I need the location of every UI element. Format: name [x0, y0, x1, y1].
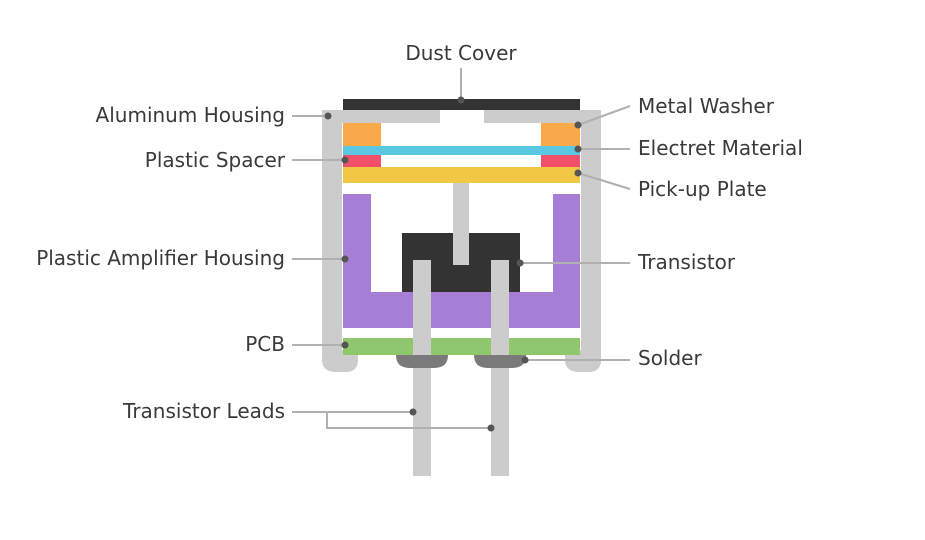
leader-dots — [324, 96, 582, 432]
aluminum-housing — [322, 110, 601, 372]
solder-left — [396, 355, 448, 368]
label-solder: Solder — [638, 346, 702, 370]
label-plastic-spacer: Plastic Spacer — [145, 148, 286, 172]
leader-lines — [292, 68, 631, 429]
label-dust-cover: Dust Cover — [405, 41, 517, 65]
metal-washer-right — [541, 123, 580, 146]
label-transistor: Transistor — [637, 250, 736, 274]
label-transistor-leads: Transistor Leads — [122, 399, 285, 423]
label-plastic-amplifier-housing: Plastic Amplifier Housing — [36, 246, 285, 270]
plastic-amplifier-housing — [343, 194, 580, 328]
label-electret-material: Electret Material — [638, 136, 803, 160]
label-aluminum-housing: Aluminum Housing — [96, 103, 285, 127]
plastic-spacer-left — [343, 155, 381, 167]
pickup-plate — [343, 167, 580, 183]
dust-cover — [343, 99, 580, 110]
plastic-spacer-right — [541, 155, 580, 167]
label-metal-washer: Metal Washer — [638, 94, 775, 118]
transistor — [402, 233, 520, 292]
center-stem — [453, 183, 469, 265]
electret-material — [343, 146, 580, 155]
label-pcb: PCB — [245, 332, 285, 356]
label-pickup-plate: Pick-up Plate — [638, 177, 767, 201]
metal-washer-left — [343, 123, 381, 146]
pcb — [343, 338, 580, 355]
solder-right — [474, 355, 526, 368]
